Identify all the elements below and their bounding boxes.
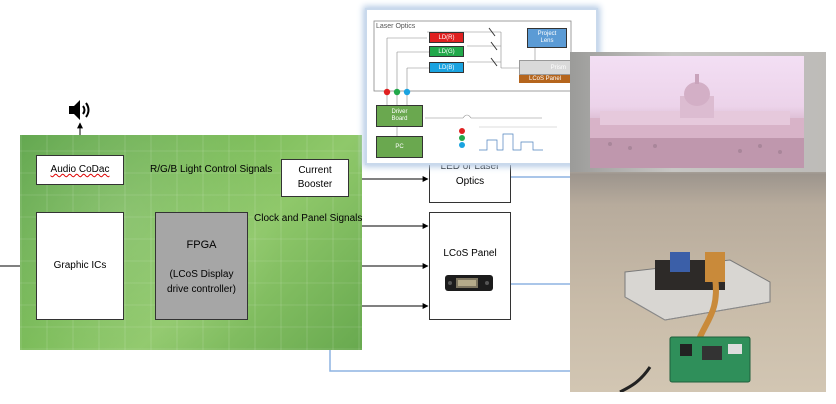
graphic-ics-label: Graphic ICs	[53, 259, 107, 271]
fpga-title: FPGA	[186, 239, 217, 251]
audio-codec-label: Audio CoDac	[50, 163, 110, 175]
driver-board-box: Driver Board	[376, 105, 423, 127]
fpga-sub-2: drive controller)	[167, 284, 236, 295]
led-laser-line2: Optics	[455, 175, 485, 187]
projector-photo	[570, 52, 826, 392]
projected-building-image	[590, 74, 804, 168]
inset-title: Laser Optics	[376, 23, 416, 30]
lcos-panel-box: LCoS Panel	[429, 212, 511, 320]
driver-board-line2: Board	[391, 116, 408, 122]
ld-red-label: LD(R)	[438, 34, 455, 41]
project-lens-line1: Project	[537, 31, 557, 38]
current-booster-line1: Current	[298, 164, 332, 176]
pc-box: PC	[376, 136, 423, 158]
inset-lcos-panel-box: LCoS Panel	[519, 75, 571, 83]
projected-image	[590, 56, 804, 168]
audio-codec-box: Audio CoDac	[36, 155, 124, 185]
prism-box: Prism	[519, 60, 571, 75]
fpga-box: FPGA (LCoS Display drive controller)	[155, 212, 248, 320]
prism-label: Prism	[550, 64, 566, 71]
rgb-signals-label: R/G/B Light Control Signals	[150, 164, 273, 175]
clock-panel-signals-label: Clock and Panel Signals	[254, 213, 363, 224]
project-lens-line2: Lens	[540, 38, 554, 44]
lcos-panel-label: LCoS Panel	[443, 248, 497, 259]
driver-board-line1: Driver	[391, 109, 408, 116]
ld-blue-box: LD(B)	[429, 62, 464, 73]
pc-label: PC	[395, 144, 404, 150]
graphic-ics-box: Graphic ICs	[36, 212, 124, 320]
ld-blue-label: LD(B)	[438, 64, 455, 71]
fpga-sub-1: (LCoS Display	[169, 269, 234, 280]
ld-green-box: LD(G)	[429, 46, 464, 57]
lcos-chip-image	[445, 275, 493, 291]
current-booster-box: Current Booster	[281, 159, 349, 197]
ld-green-label: LD(G)	[438, 48, 455, 55]
project-lens-box: Project Lens	[527, 28, 567, 48]
inset-lcos-panel-label: LCoS Panel	[528, 76, 562, 82]
laser-optics-inset: Laser Optics LD(R) LD(G) LD(B) Project L…	[365, 8, 598, 165]
led-laser-line1: LED or Laser	[440, 161, 500, 172]
projector-device	[619, 252, 771, 392]
ld-red-box: LD(R)	[429, 32, 464, 43]
speaker-icon	[69, 100, 90, 120]
current-booster-line2: Booster	[297, 179, 333, 190]
laser-optics-schematic	[373, 20, 572, 151]
